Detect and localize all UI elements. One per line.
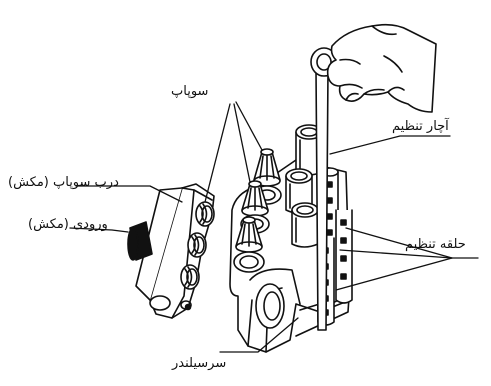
cover-boss-bottom	[181, 265, 199, 289]
leader-valve-1	[236, 102, 262, 150]
label-cylinder-head: سرسیلندر	[172, 357, 226, 370]
label-adjusting-wrench: آچار تنظیم	[392, 120, 449, 133]
leader-valve-3	[205, 104, 230, 202]
cover-boss-top	[196, 202, 214, 226]
leader-wrench	[330, 136, 450, 154]
label-valve: سوپاپ	[171, 85, 208, 98]
hand-illustration	[328, 25, 436, 112]
cover-boss-middle	[188, 233, 206, 257]
label-inlet: ورودی (مکش)	[28, 218, 108, 231]
inlet-port	[128, 222, 152, 260]
label-adjusting-ring: حلقه تنظیم	[405, 238, 466, 251]
leader-ring-c	[336, 258, 452, 290]
cylinder-barrel-3	[292, 203, 318, 247]
label-valve-cover: درب سوپاپ (مکش)	[8, 176, 119, 189]
leader-valve-2	[234, 104, 250, 182]
